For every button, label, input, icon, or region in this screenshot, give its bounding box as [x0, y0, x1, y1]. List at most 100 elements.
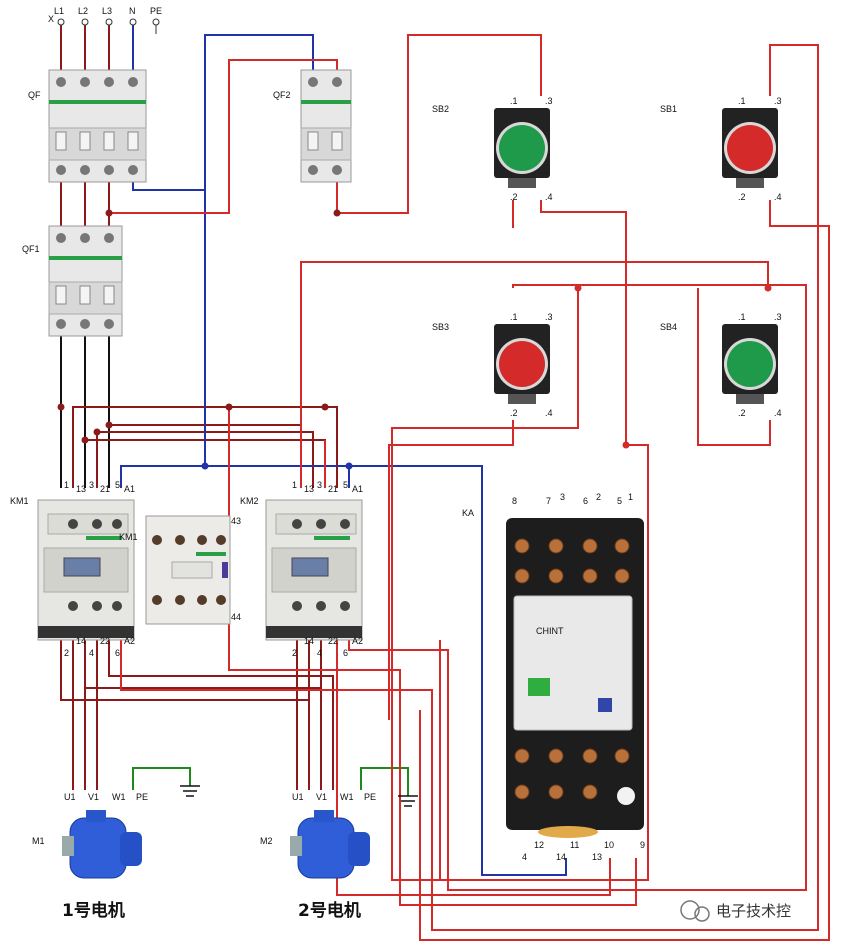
ka-top-terminals: 8 7 3 6 2 5 1 [512, 492, 633, 506]
ka-t1: 1 [628, 492, 633, 502]
km1-t5: 5 [115, 480, 120, 490]
km1-b14: 14 [76, 636, 86, 646]
label-l2: L2 [78, 6, 88, 16]
km2-a2: A2 [352, 636, 363, 646]
sb1-terminal-2: .2 [738, 192, 746, 202]
km1-bottom-terminals: 2 14 4 22 6 A2 [64, 636, 135, 658]
m1-pe: PE [136, 792, 148, 802]
sb2-terminal-3: .3 [545, 96, 553, 106]
sb3-red-cap [499, 341, 545, 387]
km2-t5: 5 [343, 480, 348, 490]
sb4-terminal-2: .2 [738, 408, 746, 418]
label-sb1: SB1 [660, 104, 677, 114]
neutral-wires [120, 34, 567, 876]
km1-top-terminals: 1 13 3 21 5 A1 [64, 480, 135, 494]
km2-bottom-terminals: 2 14 4 22 6 A2 [292, 636, 363, 658]
button-sb1: SB1 .1 .3 .2 .4 [660, 96, 782, 202]
sb3-terminal-3: .3 [545, 312, 553, 322]
aux-t43: 43 [231, 516, 241, 526]
x-mark: X [48, 14, 54, 24]
ka-b9: 9 [640, 840, 645, 850]
m2-w1: W1 [340, 792, 354, 802]
ka-t3: 3 [560, 492, 565, 502]
label-sb2: SB2 [432, 104, 449, 114]
sb2-terminal-4: .4 [545, 192, 553, 202]
label-ka: KA [462, 508, 474, 518]
ka-b11: 11 [570, 840, 579, 850]
label-l1: L1 [54, 6, 64, 16]
label-qf1: QF1 [22, 244, 40, 254]
ground-wires [132, 767, 409, 796]
sb2-terminal-1: .1 [510, 96, 518, 106]
sb2-terminal-2: .2 [510, 192, 518, 202]
supply-terminals: X L1 L2 L3 N PE [48, 6, 162, 34]
sb1-terminal-1: .1 [738, 96, 746, 106]
km1-a1: A1 [124, 484, 135, 494]
ka-t5: 5 [617, 496, 622, 506]
relay-ka: KA 8 7 3 6 2 5 1 CHINT 4 12 11 14 13 [462, 492, 645, 862]
label-m2: M2 [260, 836, 273, 846]
ka-t7: 7 [546, 496, 551, 506]
ka-bottom-terminals: 4 12 11 14 13 10 9 [522, 840, 645, 862]
km2-a1: A1 [352, 484, 363, 494]
button-sb2: SB2 .1 .3 .2 .4 [432, 96, 553, 202]
sb4-green-cap [727, 341, 773, 387]
label-km1: KM1 [10, 496, 29, 506]
breaker-qf2: QF2 [273, 69, 352, 183]
km1-t1: 1 [64, 480, 69, 490]
sb2-green-cap [499, 125, 545, 171]
km1-a2: A2 [124, 636, 135, 646]
m2-u1: U1 [292, 792, 304, 802]
sb1-red-cap [727, 125, 773, 171]
relay-brand: CHINT [536, 626, 564, 636]
km1-t21: 21 [100, 484, 110, 494]
sb3-terminal-2: .2 [510, 408, 518, 418]
label-l3: L3 [102, 6, 112, 16]
sb4-terminal-3: .3 [774, 312, 782, 322]
km2-b2: 2 [292, 648, 297, 658]
sb1-terminal-4: .4 [774, 192, 782, 202]
km2-t13: 13 [304, 484, 314, 494]
contactor-km1: KM1 1 13 3 21 5 A1 2 14 4 22 6 A2 [10, 480, 135, 658]
km2-t1: 1 [292, 480, 297, 490]
label-qf: QF [28, 90, 41, 100]
control-wires [109, 34, 830, 941]
km1-b4: 4 [89, 648, 94, 658]
button-sb4: SB4 .1 .3 .2 .4 [660, 312, 782, 418]
km2-t21: 21 [328, 484, 338, 494]
km2-t3: 3 [317, 480, 322, 490]
sb3-terminal-4: .4 [545, 408, 553, 418]
label-sb4: SB4 [660, 322, 677, 332]
aux-t44: 44 [231, 612, 241, 622]
km1-t3: 3 [89, 480, 94, 490]
label-sb3: SB3 [432, 322, 449, 332]
sb1-terminal-3: .3 [774, 96, 782, 106]
ka-b13: 13 [592, 852, 602, 862]
m1-caption: 1号电机 [62, 900, 125, 921]
button-sb3: SB3 .1 .3 .2 .4 [432, 312, 553, 418]
sb3-terminal-1: .1 [510, 312, 518, 322]
ka-t8: 8 [512, 496, 517, 506]
ka-b12: 12 [534, 840, 544, 850]
sb4-terminal-4: .4 [774, 408, 782, 418]
km2-b22: 22 [328, 636, 338, 646]
ka-b14: 14 [556, 852, 566, 862]
breaker-qf: QF [28, 69, 147, 183]
ground-symbol-1 [180, 785, 200, 797]
m2-pe: PE [364, 792, 376, 802]
junction-dots [57, 209, 772, 470]
km1-b6: 6 [115, 648, 120, 658]
km1-t13: 13 [76, 484, 86, 494]
motor-m2: U1 V1 W1 PE M2 2号电机 [260, 792, 376, 921]
auxiliary-contact-block: KM1 43 44 [119, 515, 241, 625]
km1-b22: 22 [100, 636, 110, 646]
label-m1: M1 [32, 836, 45, 846]
m1-u1: U1 [64, 792, 76, 802]
ka-b10: 10 [604, 840, 614, 850]
km2-b4: 4 [317, 648, 322, 658]
label-km2: KM2 [240, 496, 259, 506]
ka-t2: 2 [596, 492, 601, 502]
ground-symbol-2 [398, 795, 418, 807]
watermark-text: 电子技术控 [716, 902, 791, 920]
km2-b14: 14 [304, 636, 314, 646]
